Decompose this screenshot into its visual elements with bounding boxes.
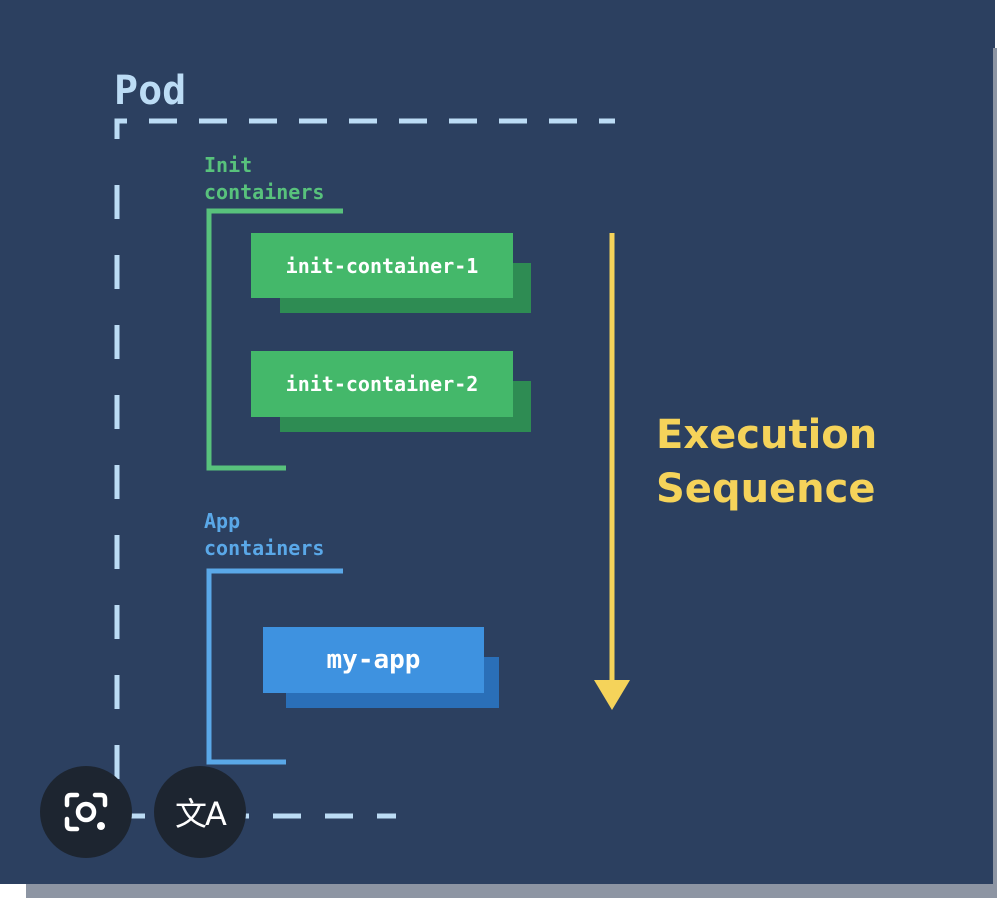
sequence-arrow-head bbox=[594, 680, 630, 710]
right-edge-strip bbox=[993, 48, 997, 884]
init-group-label: Init containers bbox=[204, 153, 325, 204]
init-group-bracket bbox=[206, 208, 343, 471]
lens-button[interactable] bbox=[40, 766, 132, 858]
pod-label: Pod bbox=[114, 68, 187, 114]
pod-boundary-top bbox=[114, 118, 615, 139]
init-container-2-box: init-container-2 bbox=[251, 351, 513, 417]
app-group-label: App containers bbox=[204, 509, 325, 560]
translate-icon: 文A bbox=[175, 795, 227, 833]
lens-camera-icon bbox=[64, 792, 108, 832]
app-group-bracket bbox=[206, 568, 343, 765]
execution-sequence-label: Execution Sequence bbox=[656, 412, 878, 512]
bottom-edge-strip bbox=[26, 884, 997, 898]
init-container-1-box: init-container-1 bbox=[251, 233, 513, 298]
translate-button[interactable]: 文A bbox=[154, 766, 246, 858]
app-container-box: my-app bbox=[263, 627, 484, 693]
